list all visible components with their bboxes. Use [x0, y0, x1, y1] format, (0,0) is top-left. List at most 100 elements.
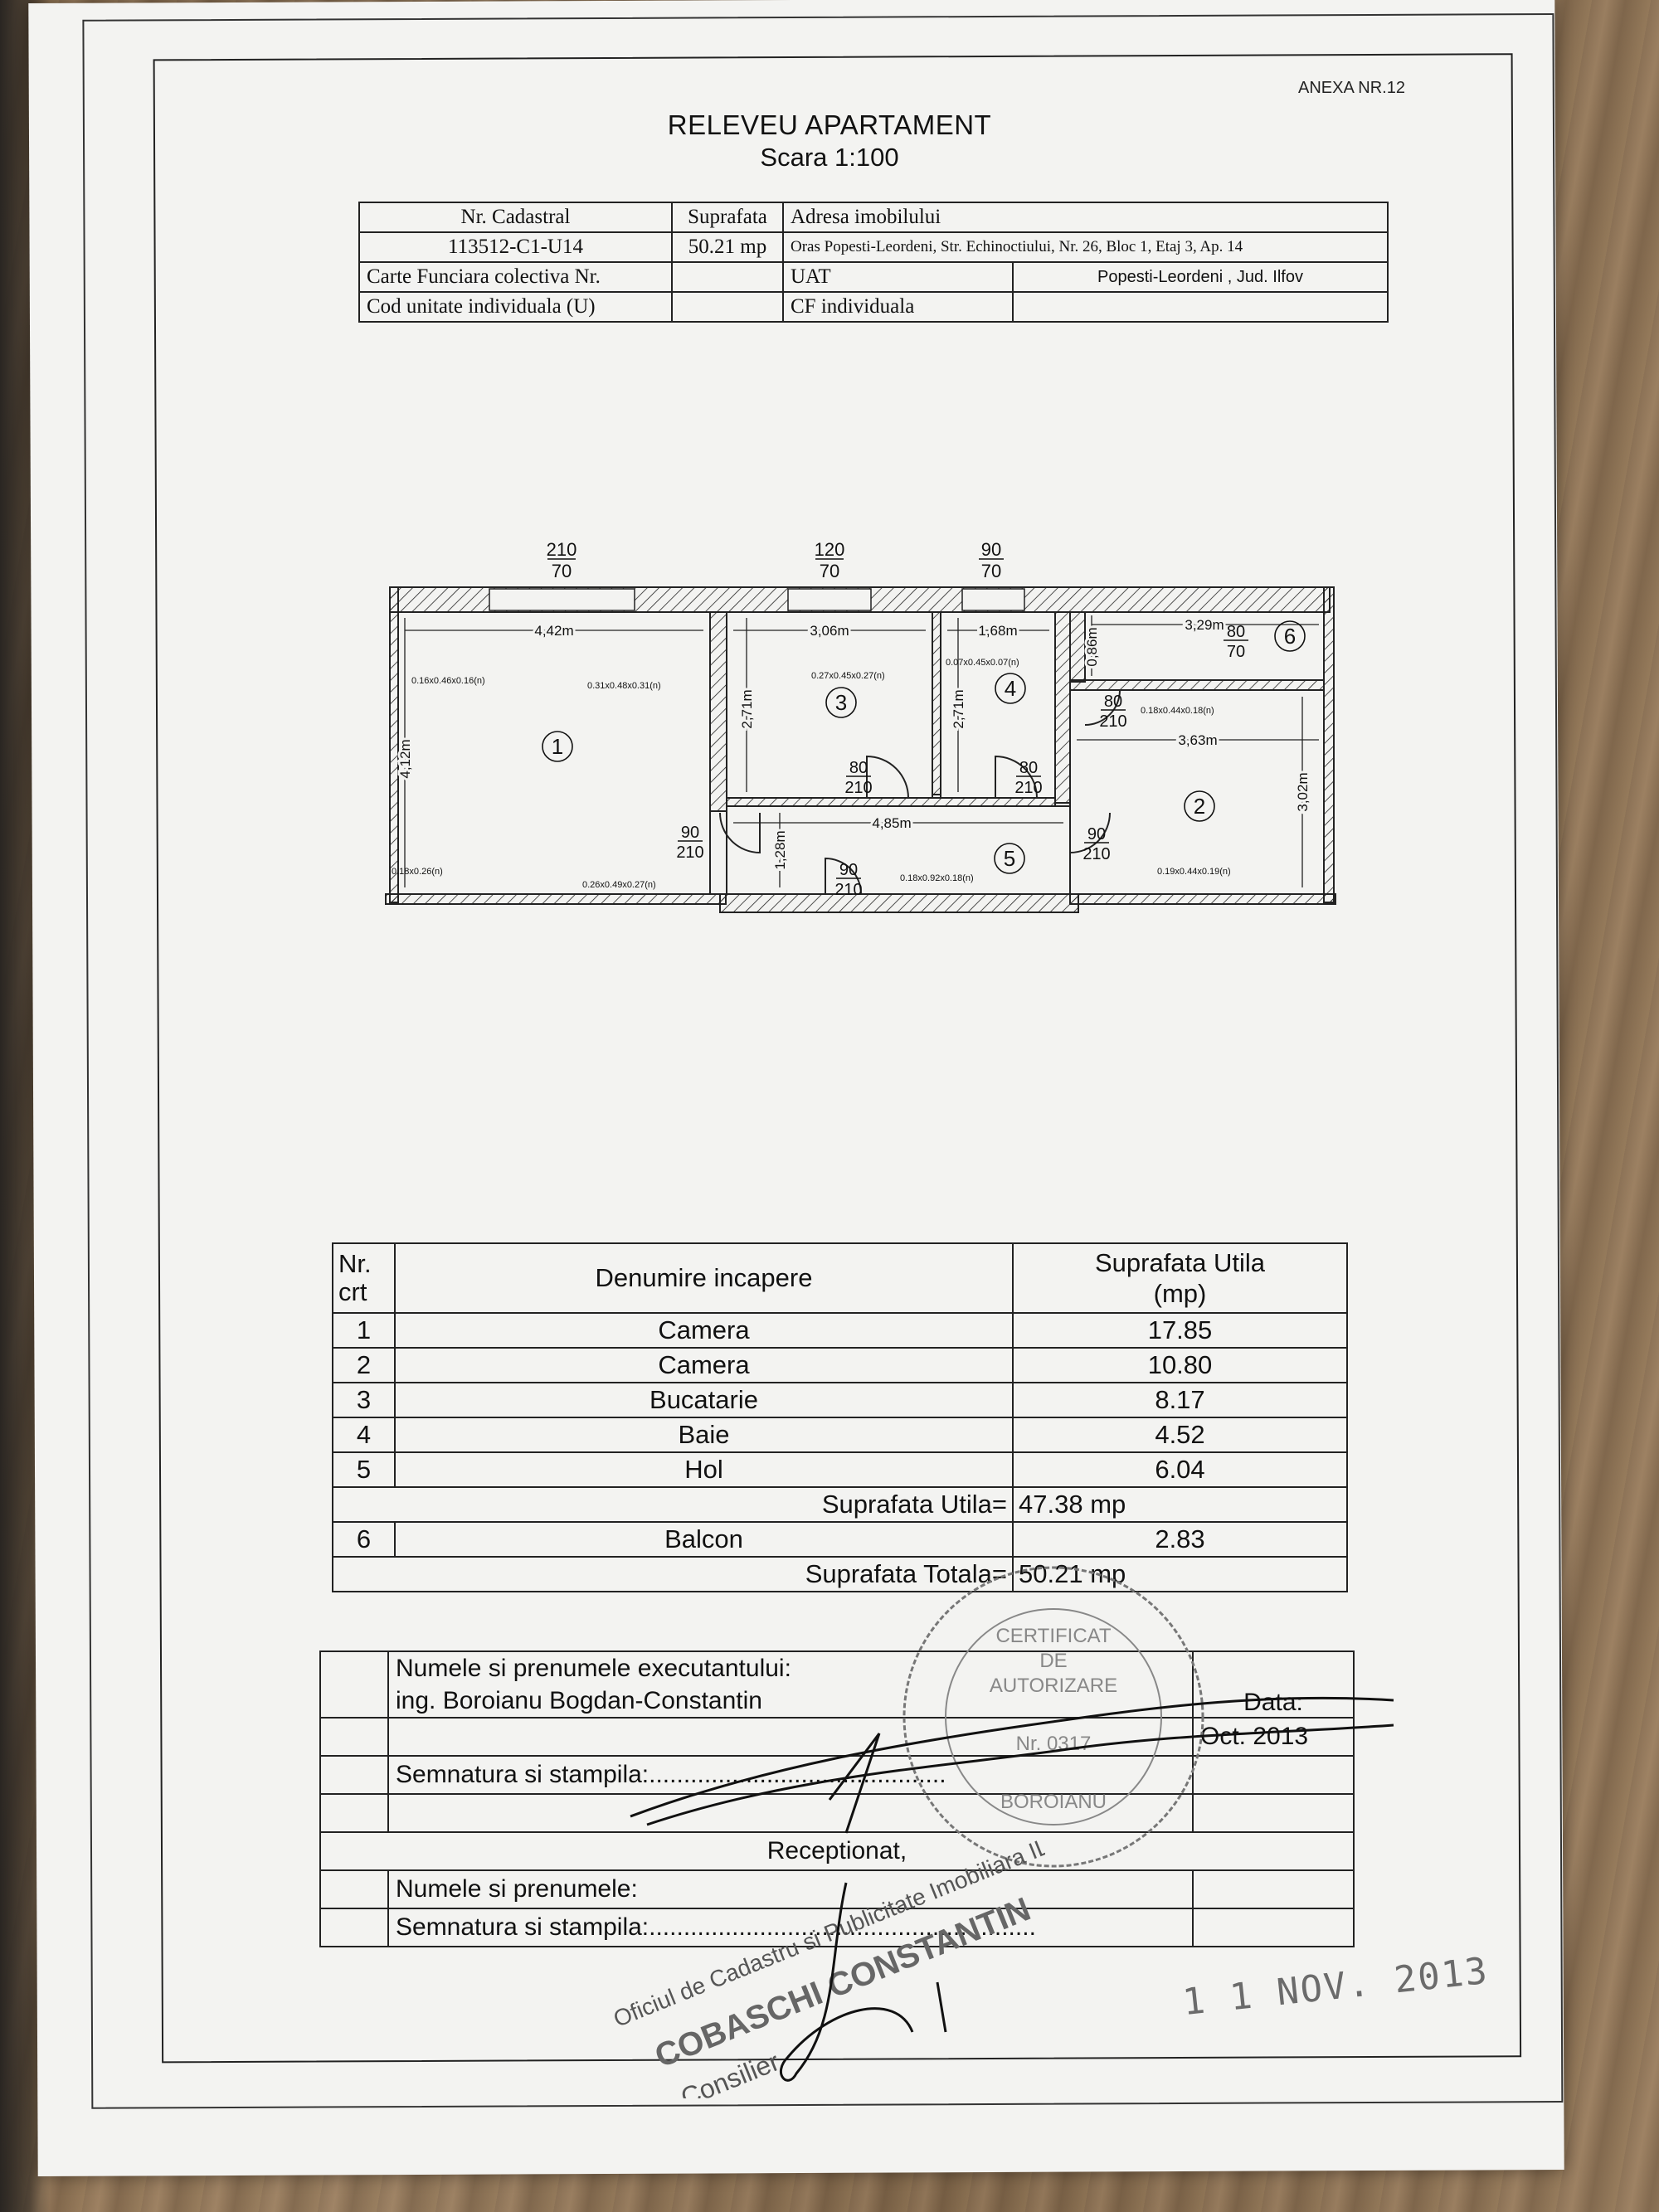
adresa-value: Oras Popesti-Leordeni, Str. Echinoctiulu…	[782, 231, 1389, 263]
svg-text:0.16x0.46x0.16(n): 0.16x0.46x0.16(n)	[411, 676, 485, 686]
cod-unitate-value	[671, 291, 784, 323]
svg-text:90: 90	[1087, 825, 1106, 843]
row-area: 17.85	[1012, 1312, 1348, 1349]
window-label-3: 90 70	[979, 539, 1004, 581]
svg-text:2,71m: 2,71m	[739, 689, 755, 728]
numele-prenumele-label: Numele si prenumele:	[387, 1869, 1194, 1909]
svg-text:0,86m: 0,86m	[1084, 627, 1100, 666]
row-name: Bucatarie	[394, 1382, 1014, 1418]
suprafata-label: Suprafata	[671, 202, 784, 233]
row-area: 6.04	[1012, 1451, 1348, 1488]
row-area: 8.17	[1012, 1382, 1348, 1418]
document-title: RELEVEU APARTAMENT	[667, 109, 992, 140]
svg-text:3,29m: 3,29m	[1185, 617, 1224, 633]
row-nr: 5	[332, 1451, 396, 1488]
svg-text:CERTIFICAT: CERTIFICAT	[995, 1625, 1111, 1647]
cf-individuala-label: CF individuala	[782, 291, 1014, 323]
plan-niche-labels: 0.16x0.46x0.16(n) 0.31x0.48x0.31(n) 0.27…	[392, 658, 1231, 890]
cod-unitate-label: Cod unitate individuala (U)	[358, 291, 673, 323]
carte-funciara-label: Carte Funciara colectiva Nr.	[358, 261, 673, 293]
plan-walls	[385, 586, 1336, 913]
rooms-header-name: Denumire incapere	[394, 1242, 1014, 1314]
svg-text:4,85m: 4,85m	[872, 815, 911, 831]
svg-text:90: 90	[839, 861, 858, 879]
row-nr: 6	[332, 1521, 396, 1558]
row-area: 2.83	[1012, 1521, 1348, 1558]
svg-text:210: 210	[1014, 779, 1042, 797]
table-row: 4 Baie 4.52	[332, 1417, 1348, 1453]
svg-text:4,12m: 4,12m	[397, 739, 413, 778]
svg-text:6: 6	[1284, 624, 1296, 649]
annex-number: ANEXA NR.12	[1298, 79, 1405, 97]
table-row: 2 Camera 10.80	[332, 1347, 1348, 1383]
svg-text:70: 70	[552, 561, 572, 581]
svg-text:210: 210	[844, 779, 872, 797]
table-row: 6 Balcon 2.83	[332, 1521, 1348, 1558]
svg-text:3,06m: 3,06m	[810, 623, 849, 639]
svg-text:4: 4	[1005, 676, 1016, 701]
adresa-label: Adresa imobilului	[782, 202, 1389, 233]
svg-text:0.26x0.49x0.27(n): 0.26x0.49x0.27(n)	[582, 880, 656, 890]
svg-text:80: 80	[1019, 759, 1038, 777]
plan-door-labels: 80 210 80 210 80 210 90 210 90 210 90 21…	[676, 623, 1248, 899]
row-nr: 2	[332, 1347, 396, 1383]
svg-text:90: 90	[681, 824, 699, 842]
svg-text:3: 3	[835, 690, 847, 715]
rooms-header-area: Suprafata Utila(mp)	[1012, 1242, 1348, 1314]
svg-text:3,02m: 3,02m	[1295, 772, 1311, 811]
row-nr: 4	[332, 1417, 396, 1453]
window-label-2: 120 70	[815, 539, 845, 581]
svg-text:1,28m: 1,28m	[772, 830, 788, 869]
svg-text:0.18x0.26(n): 0.18x0.26(n)	[392, 867, 443, 877]
svg-text:AUTORIZARE: AUTORIZARE	[990, 1675, 1117, 1697]
executant-label: Numele si prenumele executantului:	[396, 1655, 791, 1682]
window-label-1: 210 70	[547, 539, 577, 581]
plan-windows	[489, 588, 1025, 611]
suprafata-utila-label: Suprafata Utila=	[332, 1486, 1014, 1523]
table-row: 5 Hol 6.04	[332, 1451, 1348, 1488]
row-nr: 1	[332, 1312, 396, 1349]
svg-text:210: 210	[547, 539, 577, 560]
executant-signature	[630, 1696, 1394, 1834]
rooms-header-nr: Nr.crt	[332, 1242, 396, 1314]
svg-text:1: 1	[552, 734, 563, 759]
suprafata-value: 50.21 mp	[671, 231, 784, 263]
suprafata-totala-label: Suprafata Totala=	[332, 1556, 1014, 1592]
row-name: Hol	[394, 1451, 1014, 1488]
executant-block: Numele si prenumele executantului: ing. …	[387, 1650, 1194, 1719]
svg-text:1,68m: 1,68m	[978, 623, 1017, 639]
svg-text:70: 70	[981, 561, 1001, 581]
svg-text:120: 120	[815, 539, 845, 560]
svg-text:DE: DE	[1039, 1650, 1067, 1672]
row-nr: 3	[332, 1382, 396, 1418]
svg-text:4,42m: 4,42m	[534, 623, 573, 639]
svg-text:210: 210	[1082, 845, 1110, 863]
rooms-table: Nr.crt Denumire incapere Suprafata Utila…	[332, 1242, 1348, 1592]
cadastral-table: Nr. Cadastral Suprafata Adresa imobilulu…	[358, 202, 1389, 323]
svg-text:3,63m: 3,63m	[1178, 732, 1217, 748]
uat-label: UAT	[782, 261, 1014, 293]
nr-cadastral-value: 113512-C1-U14	[358, 231, 673, 263]
row-name: Camera	[394, 1312, 1014, 1349]
row-area: 10.80	[1012, 1347, 1348, 1383]
svg-text:70: 70	[1227, 643, 1245, 661]
semnatura-receptie: Semnatura si stampila:..................…	[387, 1908, 1194, 1947]
suprafata-totala-value: 50.21 mp	[1012, 1556, 1348, 1592]
svg-text:210: 210	[1099, 712, 1126, 731]
table-row: 1 Camera 17.85	[332, 1312, 1348, 1349]
svg-text:0.18x0.92x0.18(n): 0.18x0.92x0.18(n)	[900, 873, 974, 883]
data-value: Oct. 2013	[1192, 1717, 1355, 1757]
svg-text:80: 80	[1104, 693, 1122, 711]
svg-text:0.19x0.44x0.19(n): 0.19x0.44x0.19(n)	[1157, 867, 1231, 877]
row-area: 4.52	[1012, 1417, 1348, 1453]
cf-individuala-value	[1012, 291, 1389, 323]
ocpi-stamp: Oficiul de Cadastru si Publicitate Imobi…	[610, 1825, 1045, 2098]
svg-text:90: 90	[981, 539, 1001, 560]
row-name: Balcon	[394, 1521, 1014, 1558]
plan-dimension-lines	[404, 615, 1319, 887]
receptionat-label: Receptionat,	[319, 1831, 1355, 1871]
svg-text:2: 2	[1194, 794, 1205, 819]
svg-text:0.07x0.45x0.07(n): 0.07x0.45x0.07(n)	[946, 658, 1019, 668]
plan-dimension-labels: 4,42m 4,12m 3,06m 2,71m 1,68m 2,71m 3,29…	[395, 615, 1313, 873]
floor-plan: 210 70 120 70 90 70	[385, 539, 1336, 913]
